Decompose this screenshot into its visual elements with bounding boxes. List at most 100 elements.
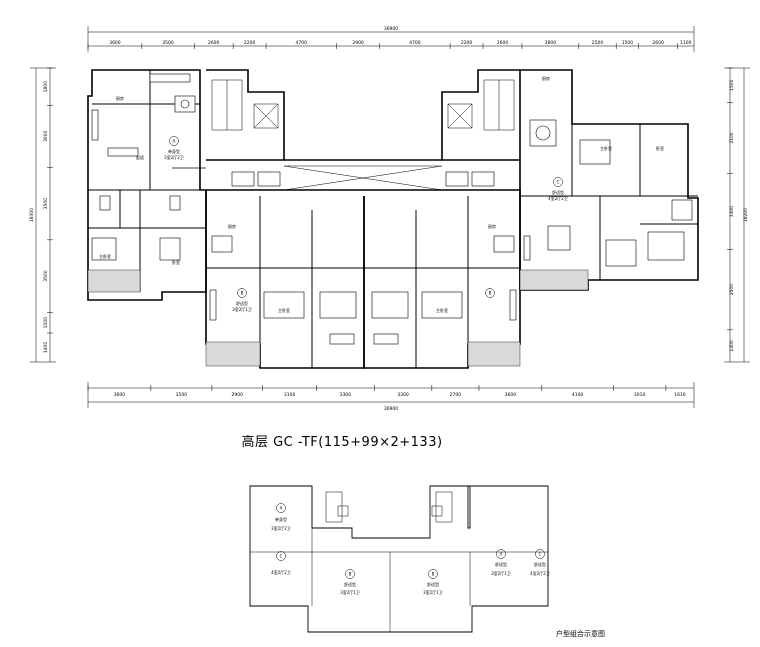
unit-a-master-label: 主卧室	[99, 253, 111, 259]
left-dimension-segment-label: 3000	[43, 130, 49, 142]
top-dimension-segment-label: 2600	[497, 40, 509, 46]
right-overall-dimension: 18200	[743, 208, 749, 222]
unit-b-left-spec: 3室2厅1卫	[232, 306, 252, 312]
left-dimension-segment-label: 1400	[43, 342, 49, 354]
key-unit-b-right: B 舒适型 3室2厅1卫	[423, 569, 443, 595]
left-overall-dimension: 18300	[29, 208, 35, 222]
unit-b-right-master-label: 主卧室	[436, 307, 448, 313]
svg-text:4室2厅2卫: 4室2厅2卫	[530, 570, 550, 576]
top-dimension-segment-label: 4700	[409, 40, 421, 46]
top-dimension-segment-label: 3600	[109, 40, 121, 46]
top-dimension-segment-label: 2200	[244, 40, 256, 46]
unit-a-plan: A 单身型 3室2厅2卫 厨房 起居 主卧室 卧室	[87, 69, 207, 301]
svg-text:A: A	[280, 506, 283, 511]
svg-text:4室2厅2卫: 4室2厅2卫	[271, 569, 291, 575]
unit-b-right-kitchen-label: 厨房	[488, 223, 496, 229]
left-dimension-segment-label: 1800	[43, 81, 49, 93]
unit-b-left-tag: B	[241, 291, 244, 296]
unit-a-spec: 3室2厅2卫	[164, 154, 184, 160]
svg-text:舒适型: 舒适型	[344, 581, 356, 587]
top-segment-ticks: 3600 3500 2600 2200 4700 2900 4700 2200 2600 3800…	[87, 40, 692, 49]
unit-a-tag: A	[173, 139, 176, 144]
right-core	[441, 69, 520, 187]
svg-text:单身型: 单身型	[275, 516, 287, 522]
unit-b-left-kitchen-label: 厨房	[228, 223, 236, 229]
top-dimension-segment-label: 1100	[680, 40, 692, 46]
top-dimension-segment-label: 2600	[208, 40, 220, 46]
left-dimension-segment-label: 1000	[43, 317, 49, 329]
svg-text:舒适型: 舒适型	[534, 561, 546, 567]
bottom-dimension-segment-label: 2900	[232, 392, 244, 398]
unit-b-left-plan: B 舒适型 3室2厅1卫 厨房 主卧室	[205, 190, 365, 369]
key-plan: A 单身型 3室2厅2卫 C 4室2厅2卫 B 舒适型 3室2厅1卫 B 舒适型…	[249, 485, 550, 633]
right-dimension-chain: 18200 1500 3100 3300 3500 1400	[724, 67, 750, 363]
right-dimension-segment-label: 1400	[729, 340, 735, 352]
key-unit-c-left: C 4室2厅2卫	[271, 551, 291, 575]
svg-text:3室2厅1卫: 3室2厅1卫	[340, 589, 360, 595]
unit-a-kitchen-label: 厨房	[116, 95, 124, 101]
svg-text:3室2厅1卫: 3室2厅1卫	[491, 570, 511, 576]
svg-text:C: C	[280, 554, 283, 559]
key-unit-b-left: B 舒适型 3室2厅1卫	[340, 569, 360, 595]
top-dimension-segment-label: 4700	[295, 40, 307, 46]
drawing-title: 高层 GC -TF(115+99×2+133)	[241, 434, 442, 450]
key-unit-a: A 单身型 3室2厅2卫	[271, 503, 291, 531]
unit-c-bedroom-label: 卧室	[656, 145, 664, 151]
unit-b-left-master-label: 主卧室	[278, 307, 290, 313]
left-dimension-segment-label: 3500	[43, 198, 49, 210]
unit-c-kitchen-label: 厨房	[542, 75, 550, 81]
top-dimension-segment-label: 2500	[592, 40, 604, 46]
left-segment-ticks: 1800 3000 3500 3500 1000 1400	[43, 67, 53, 354]
unit-c-master-label: 主卧室	[600, 145, 612, 151]
svg-text:3室2厅2卫: 3室2厅2卫	[271, 525, 291, 531]
bottom-dimension-segment-label: 3100	[284, 392, 296, 398]
svg-text:B: B	[349, 572, 352, 577]
svg-text:C: C	[539, 552, 542, 557]
bottom-dimension-segment-label: 1610	[674, 392, 686, 398]
bottom-dimension-segment-label: 3010	[634, 392, 646, 398]
bottom-dimension-segment-label: 4100	[572, 392, 584, 398]
svg-text:舒适型: 舒适型	[427, 581, 439, 587]
unit-a-living-label: 起居	[136, 154, 144, 160]
left-dimension-chain: 18300 1800 3000 3500 3500 1000 1400	[29, 67, 56, 363]
svg-text:B: B	[432, 572, 435, 577]
unit-c-spec: 4室2厅2卫	[548, 195, 568, 201]
bottom-overall-dimension: 36900	[384, 406, 398, 412]
right-dimension-segment-label: 1500	[729, 79, 735, 91]
corridor	[206, 159, 520, 191]
svg-text:A: A	[500, 552, 503, 557]
top-dimension-segment-label: 2200	[461, 40, 473, 46]
bottom-dimension-segment-label: 3600	[505, 392, 517, 398]
top-dimension-segment-label: 3500	[162, 40, 174, 46]
unit-c-plan: C 舒适型 4室2厅2卫 卧室 主卧室 厨房	[519, 69, 699, 291]
unit-a-bedroom-label: 卧室	[172, 259, 180, 265]
left-dimension-segment-label: 3500	[43, 270, 49, 282]
unit-b-left-name: 舒适型	[236, 300, 248, 306]
svg-text:3室2厅1卫: 3室2厅1卫	[423, 589, 443, 595]
top-dimension-segment-label: 1500	[622, 40, 634, 46]
right-segment-ticks: 1500 3100 3300 3500 1400	[727, 67, 735, 352]
bottom-dimension-segment-label: 3300	[397, 392, 409, 398]
top-dimension-segment-label: 2600	[652, 40, 664, 46]
bottom-dimension-segment-label: 2700	[450, 392, 462, 398]
unit-b-right-tag: B	[489, 291, 492, 296]
right-dimension-segment-label: 3100	[729, 132, 735, 144]
unit-c-tag: C	[557, 180, 560, 185]
right-dimension-segment-label: 3300	[729, 206, 735, 218]
unit-b-right-plan: B 主卧室 厨房	[363, 190, 521, 369]
main-floor-plan: A 单身型 3室2厅2卫 厨房 起居 主卧室 卧室	[87, 69, 699, 369]
left-core	[206, 69, 285, 187]
top-dimension-segment-label: 2900	[352, 40, 364, 46]
unit-a-name: 单身型	[168, 148, 180, 154]
svg-text:舒适型: 舒适型	[495, 561, 507, 567]
key-unit-a-right: A 舒适型 3室2厅1卫	[491, 549, 511, 576]
bottom-dimension-segment-label: 3300	[340, 392, 352, 398]
bottom-dimension-segment-label: 3500	[176, 392, 188, 398]
key-unit-c-right: C 舒适型 4室2厅2卫	[530, 549, 550, 576]
top-dimension-segment-label: 3800	[545, 40, 557, 46]
right-dimension-segment-label: 3500	[729, 284, 735, 296]
